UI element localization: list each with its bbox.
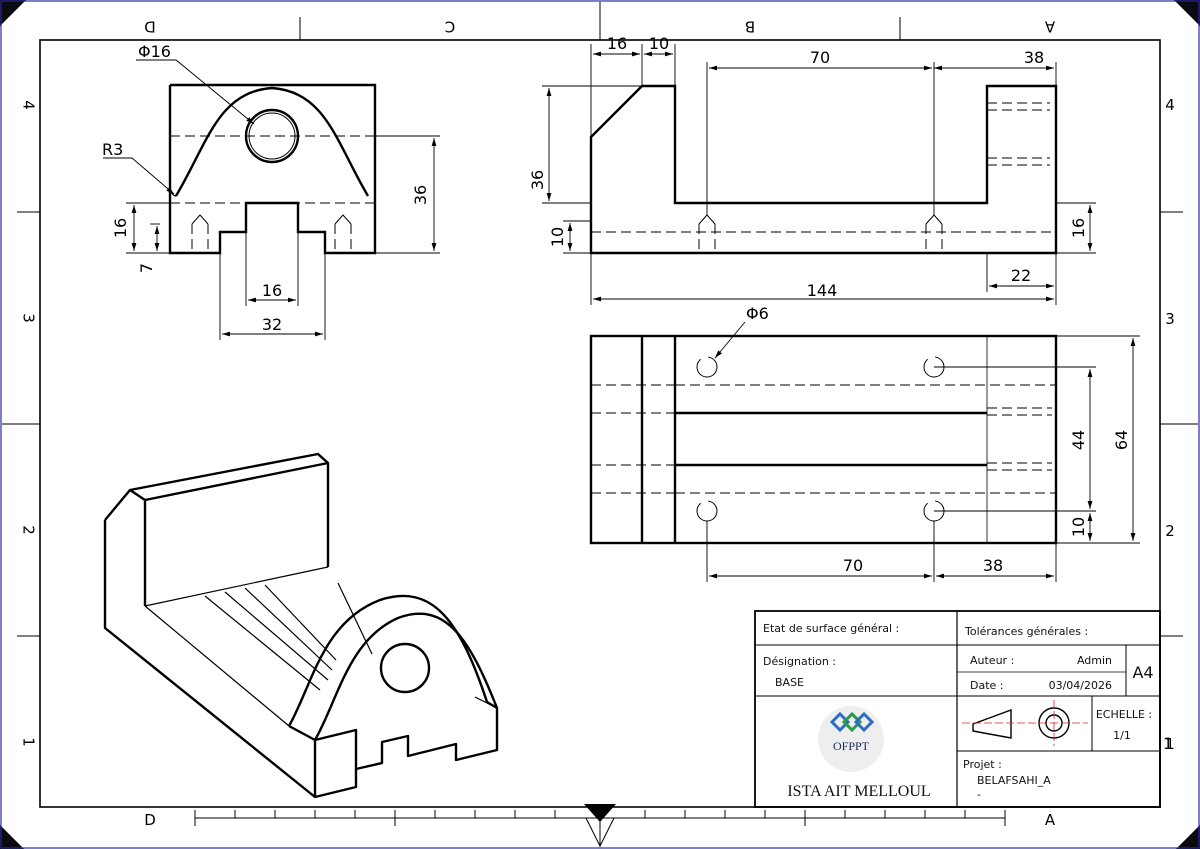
zone-left-4: 4 <box>20 100 38 110</box>
dim-top-span-70: 70 <box>843 556 863 575</box>
school-name: ISTA AIT MELLOUL <box>787 783 930 800</box>
scale-value: 1/1 <box>1113 729 1131 742</box>
dim-top-pitch-44: 44 <box>1069 430 1088 450</box>
isometric-view <box>103 452 499 799</box>
top-view: Φ6 44 64 10 70 38 <box>589 304 1140 582</box>
dim-top-end-38: 38 <box>983 556 1003 575</box>
author-value: Admin <box>1077 654 1112 667</box>
dim-side-top-16: 16 <box>607 34 627 53</box>
dim-top-edge-10: 10 <box>1069 517 1088 537</box>
dim-side-end-38: 38 <box>1024 48 1044 67</box>
title-block <box>754 610 1161 808</box>
zone-bottom-d: D <box>144 811 156 829</box>
zone-top-c: C <box>445 18 455 36</box>
dim-side-top-10: 10 <box>649 34 669 53</box>
dim-front-height-36: 36 <box>411 185 430 205</box>
date-value: 03/04/2026 <box>1049 679 1112 692</box>
ofppt-logo <box>818 706 884 772</box>
sheet-format: A4 <box>1132 663 1153 682</box>
dim-top-hole-dia: Φ6 <box>746 304 769 323</box>
dim-front-height-7: 7 <box>137 263 156 273</box>
zone-left-1: 1 <box>20 737 38 747</box>
date-label: Date : <box>970 679 1004 692</box>
logo-text: OFPPT <box>833 739 870 753</box>
dim-side-right-16: 16 <box>1069 218 1088 238</box>
author-label: Auteur : <box>970 654 1014 667</box>
dim-front-height-16: 16 <box>111 218 130 238</box>
zone-left-2: 2 <box>20 525 38 535</box>
dim-front-slot-16: 16 <box>262 281 282 300</box>
surface-state-label: Etat de surface général : <box>763 622 899 635</box>
tolerance-label: Tolérances générales : <box>964 625 1088 638</box>
zone-right-4: 4 <box>1165 96 1175 114</box>
dim-side-span-70: 70 <box>810 48 830 67</box>
project-value: BELAFSAHI_A <box>977 774 1051 787</box>
dim-front-width-32: 32 <box>262 315 282 334</box>
dim-side-overall-144: 144 <box>807 281 838 300</box>
dim-side-height-36: 36 <box>528 170 547 190</box>
side-view: 16 10 70 38 36 10 16 22 144 <box>528 34 1096 305</box>
zone-right-3: 3 <box>1165 310 1175 328</box>
scale-label: ECHELLE : <box>1096 708 1152 721</box>
project-label: Projet : <box>963 758 1002 771</box>
centering-mark <box>584 804 616 848</box>
zone-bottom-a: A <box>1045 811 1056 829</box>
front-view: Φ16 R3 36 16 7 16 32 <box>102 42 440 340</box>
zone-top-a: A <box>1044 18 1055 36</box>
zone-top-d: D <box>144 18 156 36</box>
project-extra: - <box>977 788 981 801</box>
dim-top-width-64: 64 <box>1112 430 1131 450</box>
corner-index: 1 <box>1163 734 1173 753</box>
dim-front-radius: R3 <box>102 140 123 159</box>
dim-front-hole-dia: Φ16 <box>138 42 171 61</box>
zone-right-1: 1 <box>1165 735 1175 753</box>
dim-side-end-22: 22 <box>1011 266 1031 285</box>
zone-right-2: 2 <box>1165 522 1175 540</box>
zone-left-3: 3 <box>20 313 38 323</box>
designation-label: Désignation : <box>763 655 836 668</box>
designation-value: BASE <box>775 676 804 689</box>
zone-top-b: B <box>745 18 755 36</box>
dim-side-height-10: 10 <box>548 227 567 247</box>
